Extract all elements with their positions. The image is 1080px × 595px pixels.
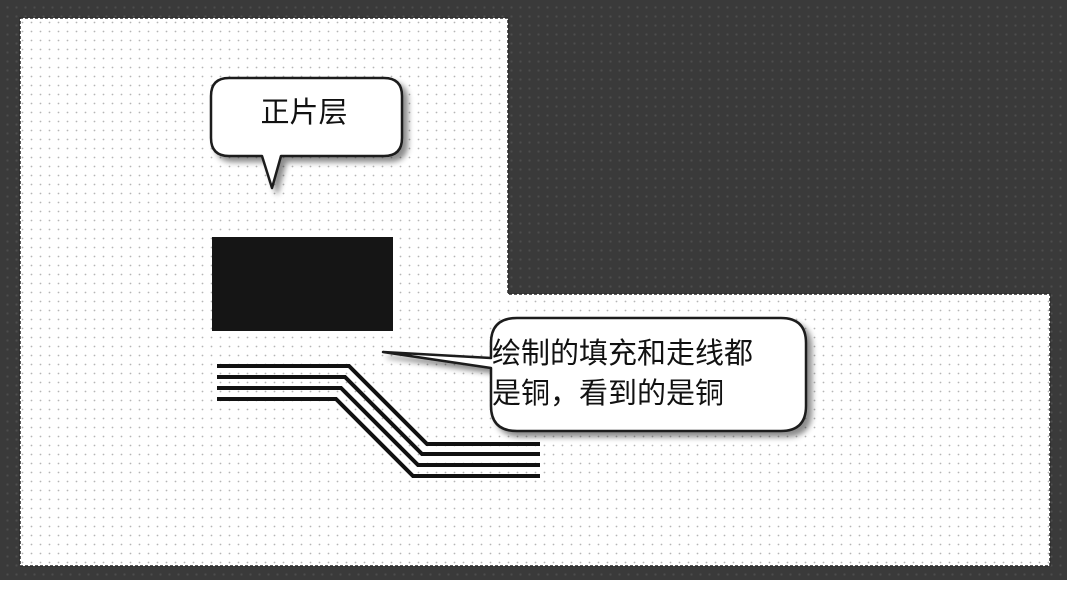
trace-2: [217, 375, 540, 456]
copper-fill-rectangle: [212, 237, 393, 331]
callout-positive-layer: [209, 76, 404, 190]
callout-copper-explanation: [381, 316, 808, 433]
board-area: [19, 17, 1051, 567]
trace-3: [217, 386, 540, 467]
trace-4: [217, 397, 540, 478]
trace-1: [217, 364, 540, 446]
copper-traces: [217, 364, 540, 478]
